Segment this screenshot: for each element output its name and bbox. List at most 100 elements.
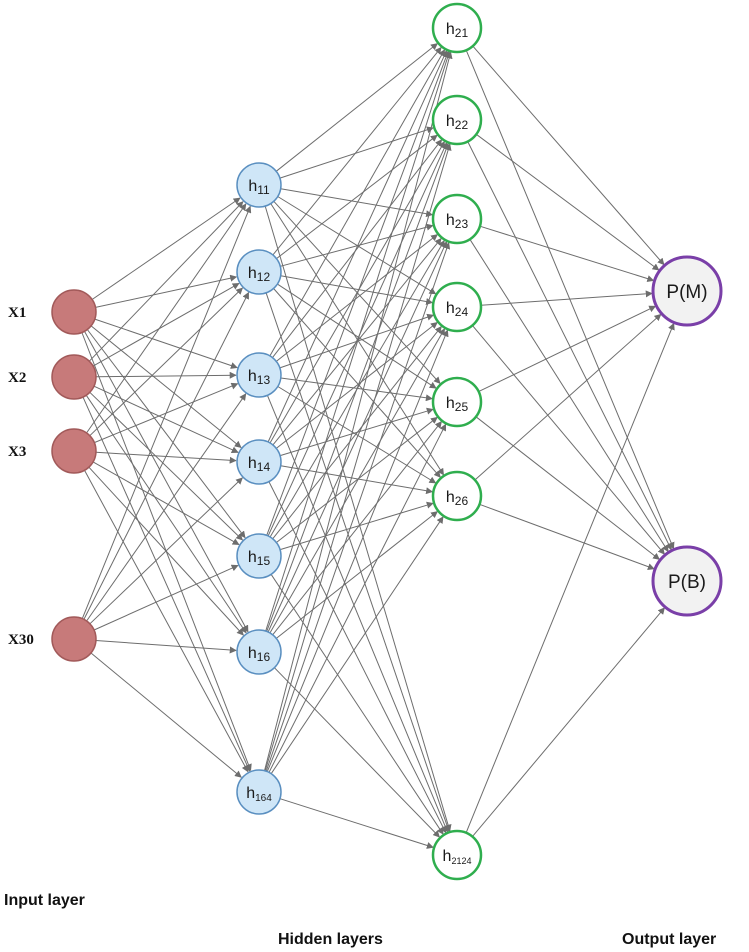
edge-h2-2-to-output-1 <box>476 133 660 271</box>
hidden-layer1-node-circle <box>236 629 282 675</box>
hidden-layer2-node-label: h24 <box>446 300 469 319</box>
input-node: X30 <box>8 616 97 662</box>
hidden-layer1-node-label: h11 <box>248 178 270 197</box>
input-node-circle <box>51 616 97 662</box>
hidden-layer2-node: h26 <box>431 470 483 522</box>
edge-h1-4-to-h2-2 <box>269 140 445 444</box>
hidden-layer2-node: h23 <box>431 193 483 245</box>
edge-h1-5-to-h2-7 <box>270 574 444 835</box>
edge-h2-5-to-output-1 <box>478 305 657 393</box>
input-node: X3 <box>8 428 97 474</box>
edge-input-3-to-h1-5 <box>92 461 240 546</box>
edge-input-1-to-h1-5 <box>86 329 246 539</box>
hidden-layer1-node: h12 <box>236 249 282 295</box>
hidden-layer2-node-label: h26 <box>446 489 469 508</box>
edge-h1-3-to-h2-2 <box>272 139 443 358</box>
hidden-layer2-node: h24 <box>431 281 483 333</box>
edge-h2-6-to-output-2 <box>479 503 655 570</box>
hidden-layer2-node-label: h23 <box>446 212 469 231</box>
edge-input-4-to-h1-5 <box>93 564 239 631</box>
edge-h1-5-to-h2-2 <box>267 142 448 537</box>
edge-h1-7-to-h2-4 <box>266 329 449 772</box>
edge-h1-4-to-h2-6 <box>280 465 434 495</box>
edge-h1-3-to-h2-1 <box>269 49 446 357</box>
edge-input-2-to-h1-3 <box>95 371 237 379</box>
edge-h1-3-to-h2-7 <box>266 395 449 833</box>
edge-h1-2-to-h2-2 <box>276 134 438 259</box>
hidden-layer2-node: h25 <box>431 376 483 428</box>
edge-h1-4-to-h2-1 <box>267 50 448 443</box>
edge-h1-2-to-h2-4 <box>280 275 434 305</box>
edge-h1-7-to-h2-5 <box>268 423 447 773</box>
edge-h1-6-to-h2-7 <box>274 667 440 838</box>
edge-h1-7-to-h2-1 <box>264 51 453 771</box>
edge-input-2-to-h1-1 <box>88 201 244 362</box>
edge-input-1-to-h1-2 <box>95 274 238 308</box>
edge-h2-6-to-output-1 <box>474 313 662 481</box>
connections <box>81 43 675 849</box>
hidden-layer1-node: h11 <box>236 162 282 208</box>
edge-input-4-to-h1-4 <box>89 477 243 625</box>
edge-h2-1-to-output-1 <box>472 45 665 266</box>
hidden-layer1-node-circle <box>236 439 282 485</box>
edge-h1-4-to-h2-4 <box>275 321 438 449</box>
edge-h2-3-to-output-1 <box>479 225 655 282</box>
edge-h1-6-to-h2-6 <box>275 511 438 639</box>
edge-h2-4-to-output-2 <box>472 325 665 555</box>
edge-h1-5-to-h2-4 <box>272 326 442 540</box>
edge-h1-6-to-h2-1 <box>265 51 451 632</box>
edge-h1-7-to-h2-7 <box>279 798 434 849</box>
edge-input-1-to-h1-6 <box>84 331 249 633</box>
output-node-label: P(B) <box>668 572 706 593</box>
edge-input-2-to-h1-2 <box>92 282 240 367</box>
edge-input-4-to-h1-1 <box>81 205 252 619</box>
input-layer-title: Input layer <box>4 892 85 909</box>
edge-h1-3-to-h2-5 <box>280 377 433 402</box>
hidden-layer2-node-label: h21 <box>446 21 469 40</box>
edge-input-4-to-h1-3 <box>86 393 247 622</box>
hidden-layer2-node: h2124 <box>431 829 483 881</box>
edge-h1-6-to-h2-4 <box>269 328 446 634</box>
hidden-layer2-node-circle <box>431 376 483 428</box>
edge-input-4-to-h1-7 <box>90 652 242 778</box>
hidden-layer2-node-circle <box>431 94 483 146</box>
hidden-layer2-node-circle <box>431 193 483 245</box>
output-node-circle <box>651 255 723 327</box>
hidden-layer1-node-label: h15 <box>248 549 271 568</box>
input-node-circle <box>51 354 97 400</box>
hidden-layer1-node-circle <box>236 769 282 815</box>
hidden-layer1-node: h13 <box>236 352 282 398</box>
edge-h1-1-to-h2-1 <box>275 43 438 172</box>
edge-h1-6-to-h2-5 <box>272 421 442 636</box>
edge-h2-5-to-output-2 <box>475 416 660 560</box>
hidden-layer1-node: h14 <box>236 439 282 485</box>
hidden-layer1-node-circle <box>236 162 282 208</box>
output-node: P(M) <box>651 255 723 327</box>
edge-h1-5-to-h2-1 <box>266 50 450 536</box>
input-node-label: X1 <box>8 305 26 321</box>
edge-h1-5-to-h2-5 <box>276 416 438 543</box>
output-layer-title: Output layer <box>622 931 716 948</box>
edge-h1-3-to-h2-3 <box>275 234 438 362</box>
edge-h1-2-to-h2-3 <box>280 223 434 267</box>
hidden-layer1-node-label: h14 <box>248 455 271 474</box>
input-node-circle <box>51 428 97 474</box>
hidden-layer1-node-circle <box>236 533 282 579</box>
hidden-layer2-node-circle <box>431 470 483 522</box>
edge-h1-4-to-h2-7 <box>268 481 447 834</box>
input-node-circle <box>51 289 97 335</box>
edge-h1-3-to-h2-6 <box>277 386 437 484</box>
hidden-layers-title: Hidden layers <box>278 931 383 948</box>
edge-h1-7-to-h2-3 <box>265 241 451 772</box>
hidden-layer2-node: h22 <box>431 94 483 146</box>
output-node-label: P(M) <box>666 282 707 303</box>
edge-input-4-to-h1-2 <box>83 291 250 620</box>
edge-h2-4-to-output-1 <box>480 290 653 306</box>
output-node-circle <box>651 545 723 617</box>
output-node: P(B) <box>651 545 723 617</box>
edge-h1-6-to-h2-2 <box>266 142 450 632</box>
hidden-layer2-node-label: h22 <box>446 113 469 132</box>
edge-h1-4-to-h2-5 <box>279 407 434 457</box>
edge-h1-2-to-h2-1 <box>272 46 442 256</box>
edge-h2-7-to-output-1 <box>465 322 675 833</box>
